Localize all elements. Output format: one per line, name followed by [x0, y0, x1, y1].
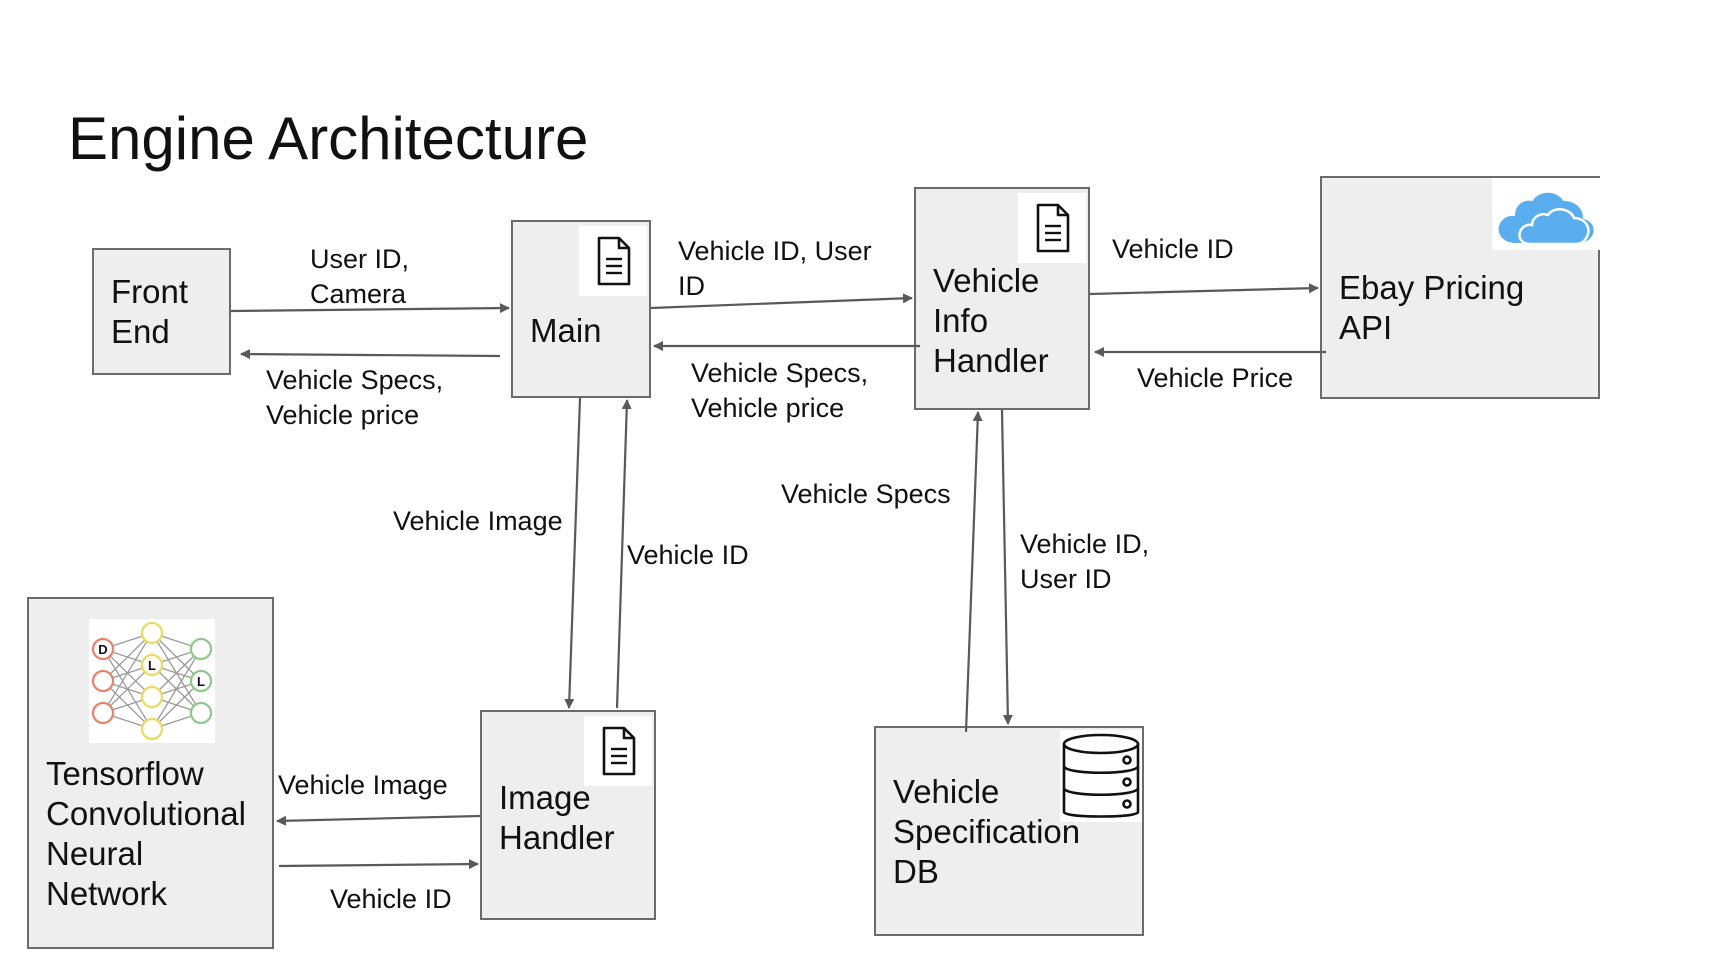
arrow-image-to-tf [276, 814, 481, 826]
front-end-box: Front End [92, 248, 231, 375]
tensorflow-cnn-box: Tensorflow Convolutional Neural Network [27, 597, 274, 949]
nn-letter-l-hidden: L [148, 658, 156, 673]
document-icon [579, 226, 647, 296]
edge-label-main-to-image: Vehicle Image [393, 506, 563, 536]
main-box: Main [511, 220, 651, 398]
edge-label-image-to-tf: Vehicle Image [278, 770, 448, 800]
arrow-main-to-front [240, 349, 501, 360]
arrow-db-to-vih [964, 411, 983, 733]
nn-letter-d: D [98, 642, 107, 657]
edge-label-vih-to-main: Vehicle Specs, Vehicle price [691, 358, 869, 423]
edge-label-image-to-main: Vehicle ID [627, 540, 749, 570]
nn-letter-l-output: L [197, 674, 205, 689]
vehicle-spec-db-label: Vehicle Specification DB [893, 773, 1081, 890]
document-icon [1018, 193, 1086, 263]
arrow-vih-to-db [1000, 409, 1013, 725]
edge-label-ebay-to-vih: Vehicle Price [1137, 363, 1294, 393]
arrow-main-to-image [564, 397, 582, 709]
edge-label-main-to-front: Vehicle Specs, Vehicle price [266, 365, 444, 430]
neural-network-icon: D L L [89, 619, 215, 743]
edge-label-tf-to-image: Vehicle ID [330, 884, 452, 914]
image-handler-box: Image Handler [480, 710, 656, 920]
arrow-vih-to-ebay [1089, 283, 1319, 296]
arrow-image-to-main [615, 399, 632, 709]
edge-label-db-to-vih: Vehicle Specs [781, 479, 951, 509]
edge-label-vih-to-db: Vehicle ID, User ID [1020, 529, 1150, 594]
vehicle-info-handler-box: Vehicle Info Handler [914, 187, 1090, 410]
main-label: Main [530, 312, 602, 349]
cloud-icon [1492, 178, 1600, 250]
ebay-pricing-api-box: Ebay Pricing API [1320, 176, 1600, 399]
arrow-tf-to-image [278, 859, 479, 870]
edge-label-main-to-vih: Vehicle ID, User ID [678, 236, 872, 301]
document-icon [584, 716, 652, 786]
edge-label-front-to-main: User ID, Camera [310, 244, 410, 309]
ebay-pricing-api-label: Ebay Pricing API [1339, 269, 1525, 346]
vehicle-spec-db-box: Vehicle Specification DB [874, 726, 1144, 936]
image-handler-label: Image Handler [499, 779, 615, 856]
diagram-title: Engine Architecture [68, 105, 589, 172]
edge-label-vih-to-ebay: Vehicle ID [1112, 234, 1234, 264]
front-end-label: Front End [111, 273, 189, 350]
database-icon [1060, 730, 1142, 822]
vehicle-info-handler-label: Vehicle Info Handler [933, 262, 1049, 379]
tensorflow-cnn-label: Tensorflow Convolutional Neural Network [46, 755, 246, 912]
